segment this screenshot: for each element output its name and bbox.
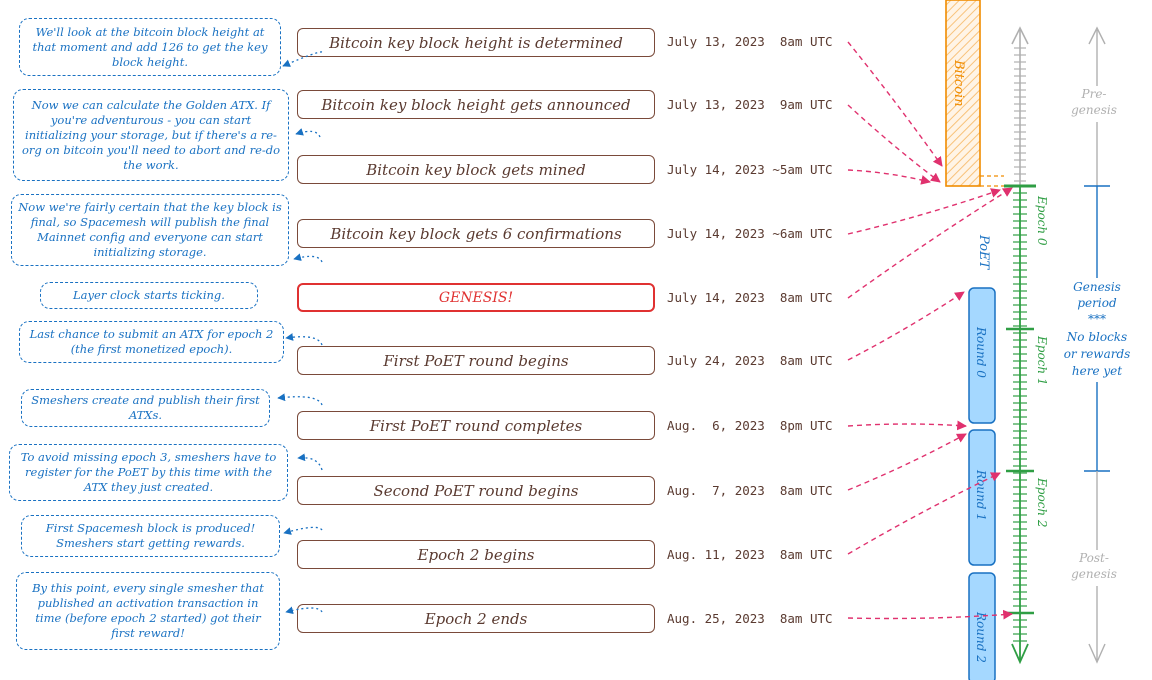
date-arrow — [847, 187, 1013, 299]
note-mainnet-config: Now we're fairly certain that the key bl… — [11, 194, 289, 266]
date-arrow — [847, 433, 967, 491]
bitcoin-bar — [945, 0, 981, 187]
date-arrow — [847, 609, 1013, 620]
note-arrow — [283, 526, 323, 535]
post-genesis-line-2: genesis — [1071, 567, 1117, 581]
genesis-period-line-6: here yet — [1072, 364, 1122, 378]
note-arrow — [277, 393, 323, 406]
pre-genesis-line-1: Pre- — [1081, 87, 1107, 101]
round-1-label: Round 1 — [974, 469, 988, 521]
poet-round-0 — [968, 287, 996, 424]
date-first-poet-round-begins: July 24, 2023 8am UTC — [667, 353, 833, 368]
epoch-2-label: Epoch 2 — [1035, 477, 1049, 528]
poet-round-1 — [968, 429, 996, 566]
bitcoin-label: Bitcoin — [951, 59, 966, 107]
event-epoch-2-begins: Epoch 2 begins — [297, 540, 655, 569]
date-arrow — [847, 291, 965, 361]
event-key-block-confirmations: Bitcoin key block gets 6 confirmations — [297, 219, 655, 248]
note-first-atxs: Smeshers create and publish their first … — [21, 389, 270, 427]
genesis-period-line-5: or rewards — [1064, 347, 1131, 361]
date-arrow — [847, 104, 941, 183]
note-arrow — [285, 333, 323, 346]
epoch-1-label: Epoch 1 — [1035, 335, 1049, 386]
genesis-period-line-3: *** — [1088, 312, 1106, 326]
note-arrow — [293, 253, 323, 263]
date-arrow — [847, 169, 931, 185]
date-epoch-2-begins: Aug. 11, 2023 8am UTC — [667, 547, 833, 562]
date-key-block-mined: July 14, 2023 ~5am UTC — [667, 162, 833, 177]
note-golden-atx: Now we can calculate the Golden ATX. If … — [13, 89, 289, 181]
date-arrow — [847, 472, 1001, 555]
note-arrow — [295, 128, 321, 138]
date-first-poet-round-completes: Aug. 6, 2023 8pm UTC — [667, 418, 833, 433]
post-genesis-line-1: Post- — [1078, 551, 1109, 565]
note-layer-clock: Layer clock starts ticking. — [40, 282, 258, 309]
epoch-0-label: Epoch 0 — [1035, 195, 1049, 246]
date-genesis: July 14, 2023 8am UTC — [667, 290, 833, 305]
event-first-poet-round-begins: First PoET round begins — [297, 346, 655, 375]
round-0-label: Round 0 — [974, 326, 988, 378]
event-key-block-height-announced: Bitcoin key block height gets announced — [297, 90, 655, 119]
date-key-block-height-announced: July 13, 2023 9am UTC — [667, 97, 833, 112]
event-second-poet-round-begins: Second PoET round begins — [297, 476, 655, 505]
genesis-period-line-2: period — [1077, 296, 1117, 310]
date-epoch-2-ends: Aug. 25, 2023 8am UTC — [667, 611, 833, 626]
date-second-poet-round-begins: Aug. 7, 2023 8am UTC — [667, 483, 833, 498]
event-genesis: GENESIS! — [297, 283, 655, 312]
note-arrow — [297, 453, 323, 471]
note-register-poet: To avoid missing epoch 3, smeshers have … — [9, 444, 288, 501]
date-arrow — [847, 41, 943, 167]
event-first-poet-round-completes: First PoET round completes — [297, 411, 655, 440]
poet-round-2 — [968, 572, 996, 680]
pre-genesis-line-2: genesis — [1071, 103, 1117, 117]
note-first-block: First Spacemesh block is produced! Smesh… — [21, 515, 280, 557]
note-last-chance-atx: Last chance to submit an ATX for epoch 2… — [19, 321, 284, 363]
event-epoch-2-ends: Epoch 2 ends — [297, 604, 655, 633]
date-key-block-confirmations: July 14, 2023 ~6am UTC — [667, 226, 833, 241]
event-key-block-height-determined: Bitcoin key block height is determined — [297, 28, 655, 57]
genesis-period-line-4: No blocks — [1066, 330, 1127, 344]
round-2-label: Round 2 — [974, 611, 988, 663]
note-first-reward: By this point, every single smesher that… — [16, 572, 280, 650]
date-key-block-height-determined: July 13, 2023 8am UTC — [667, 34, 833, 49]
date-arrow — [847, 188, 1001, 235]
genesis-period-line-1: Genesis — [1073, 280, 1121, 294]
event-key-block-mined: Bitcoin key block gets mined — [297, 155, 655, 184]
poet-label: PoET — [976, 234, 991, 271]
note-key-block-height: We'll look at the bitcoin block height a… — [19, 18, 281, 76]
date-arrow — [847, 420, 967, 431]
